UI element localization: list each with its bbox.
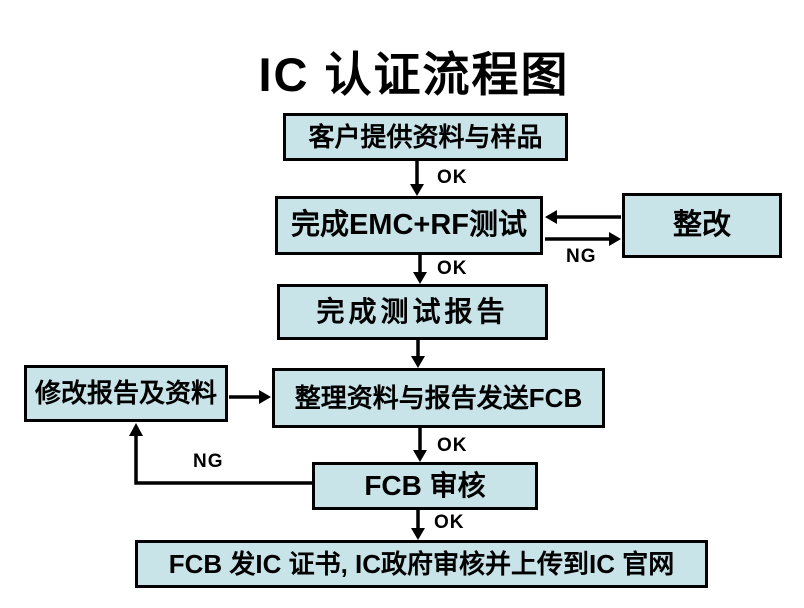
edge-label-ng-1: NG — [566, 246, 597, 267]
edge-label-ok-1: OK — [437, 167, 468, 188]
edge-label-ok-2: OK — [437, 258, 468, 279]
node-modify-report: 修改报告及资料 — [24, 365, 228, 422]
arrow-rectify-to-emc — [545, 210, 621, 224]
node-issue-cert: FCB 发IC 证书, IC政府审核并上传到IC 官网 — [135, 540, 708, 588]
arrow-emc-to-report — [413, 255, 427, 284]
node-test-report: 完成测试报告 — [277, 284, 548, 340]
node-send-fcb: 整理资料与报告发送FCB — [272, 368, 605, 428]
arrow-modify-to-send — [229, 390, 271, 404]
node-customer: 客户提供资料与样品 — [283, 113, 568, 161]
node-emc-rf-test: 完成EMC+RF测试 — [275, 196, 543, 255]
node-rectify: 整改 — [622, 193, 782, 258]
edge-label-ng-2: NG — [193, 451, 224, 472]
arrow-review-to-cert — [411, 510, 425, 540]
arrow-report-to-send — [411, 340, 425, 368]
arrow-review-to-modify — [129, 423, 312, 485]
arrow-emc-to-rectify — [545, 232, 621, 246]
arrow-customer-to-emc — [410, 161, 424, 196]
node-fcb-review: FCB 审核 — [312, 462, 538, 510]
edge-label-ok-4: OK — [434, 512, 465, 533]
arrow-send-to-review — [413, 428, 427, 462]
edge-label-ok-3: OK — [437, 435, 468, 456]
page-title: IC 认证流程图 — [258, 48, 570, 101]
